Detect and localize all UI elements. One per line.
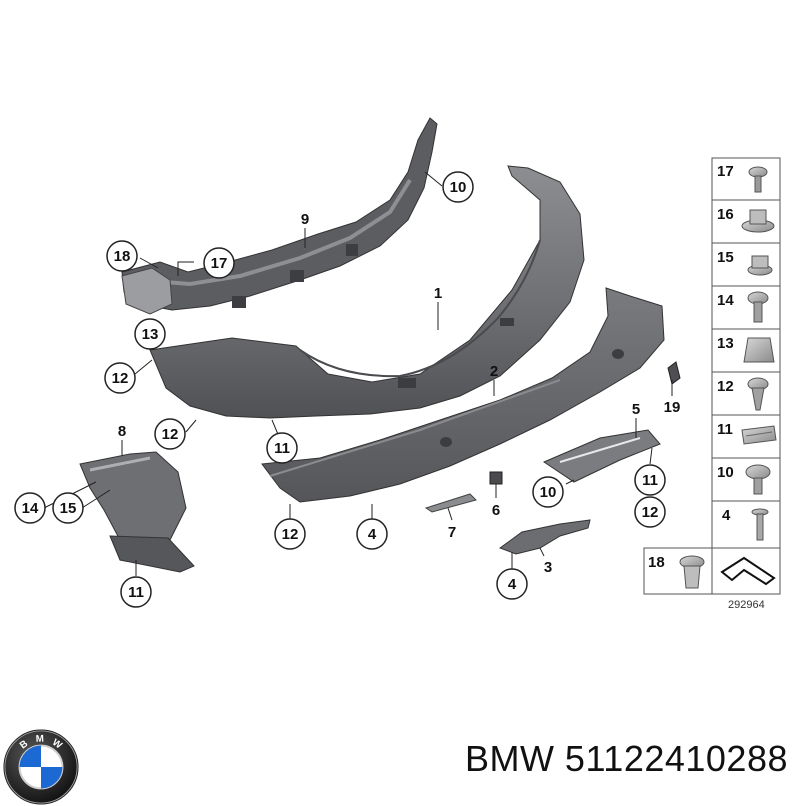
clip-nut-icon — [743, 337, 775, 363]
callout-12-left-b: 12 — [154, 418, 186, 450]
part-number-caption: BMW 51122410288 — [464, 738, 788, 779]
bolt-icon — [747, 291, 769, 323]
svg-text:8: 8 — [118, 423, 126, 440]
lower-trim-part — [498, 519, 591, 555]
diagram-reference-number: 292964 — [728, 599, 765, 611]
svg-text:6: 6 — [492, 502, 500, 519]
svg-text:12: 12 — [112, 370, 129, 387]
svg-text:3: 3 — [544, 559, 552, 576]
legend-label-17: 17 — [717, 163, 734, 180]
cap-part — [489, 471, 503, 485]
svg-text:12: 12 — [162, 426, 179, 443]
callout-11-left: 11 — [120, 576, 152, 608]
legend-label-14: 14 — [717, 292, 734, 309]
svg-text:1: 1 — [434, 285, 442, 302]
callout-8: 8 — [118, 423, 126, 440]
svg-text:17: 17 — [211, 255, 228, 272]
callout-17: 17 — [203, 247, 235, 279]
callout-6: 6 — [492, 502, 500, 519]
svg-text:11: 11 — [274, 440, 290, 457]
svg-text:18: 18 — [114, 248, 131, 265]
callout-2: 2 — [490, 363, 498, 380]
direction-arrow-icon — [720, 556, 776, 586]
clip-part — [667, 361, 681, 385]
callout-1: 1 — [434, 285, 442, 302]
svg-text:2: 2 — [490, 363, 498, 380]
lower-bumper-part — [261, 287, 665, 503]
washer-screw-icon — [745, 464, 771, 495]
legend-label-15: 15 — [717, 249, 734, 266]
fastener-legend: 17 16 15 14 13 12 11 10 4 — [643, 157, 781, 611]
callout-11-center: 11 — [266, 432, 298, 464]
legend-label-18: 18 — [648, 554, 665, 571]
legend-label-13: 13 — [717, 335, 734, 352]
svg-text:11: 11 — [642, 472, 658, 489]
legend-label-10: 10 — [717, 464, 734, 481]
bumper-cover-part — [149, 165, 585, 419]
svg-text:4: 4 — [368, 526, 377, 543]
callout-5: 5 — [632, 401, 640, 418]
flange-nut-icon — [741, 209, 775, 233]
callout-12-left-a: 12 — [104, 362, 136, 394]
callout-7: 7 — [448, 524, 456, 541]
svg-text:10: 10 — [450, 179, 467, 196]
reflector-strip-part — [424, 493, 477, 513]
legend-label-16: 16 — [717, 206, 734, 223]
push-pin-icon — [751, 508, 769, 541]
callout-4-center: 4 — [356, 518, 388, 550]
callout-18: 18 — [106, 240, 138, 272]
grille-plate-part — [542, 429, 661, 483]
callout-15: 15 — [52, 492, 84, 524]
svg-text:9: 9 — [301, 211, 309, 228]
svg-text:10: 10 — [540, 484, 557, 501]
callout-3: 3 — [544, 559, 552, 576]
legend-label-11: 11 — [717, 421, 733, 438]
svg-text:5: 5 — [632, 401, 640, 418]
svg-text:14: 14 — [22, 500, 39, 517]
svg-text:13: 13 — [142, 326, 159, 343]
screw-icon — [748, 166, 768, 193]
svg-text:12: 12 — [642, 504, 659, 521]
callout-14: 14 — [14, 492, 46, 524]
callout-12-right: 12 — [634, 496, 666, 528]
callout-12-center: 12 — [274, 518, 306, 550]
end-cap-part — [121, 267, 173, 315]
hex-nut-icon — [747, 255, 773, 276]
callout-9: 9 — [301, 211, 309, 228]
callout-11-right: 11 — [634, 464, 666, 496]
callout-19: 19 — [664, 399, 681, 416]
left-bracket-part — [79, 451, 195, 573]
svg-text:4: 4 — [508, 576, 517, 593]
callout-10-lower: 10 — [532, 476, 564, 508]
spring-clip-icon — [741, 425, 777, 445]
legend-label-12: 12 — [717, 378, 734, 395]
svg-text:15: 15 — [60, 500, 77, 517]
svg-text:12: 12 — [282, 526, 299, 543]
callout-10-top: 10 — [442, 171, 474, 203]
callout-4-lower: 4 — [496, 568, 528, 600]
svg-text:7: 7 — [448, 524, 456, 541]
callout-13: 13 — [134, 318, 166, 350]
leader-lines — [43, 171, 673, 576]
svg-text:19: 19 — [664, 399, 681, 416]
plastic-nut-icon — [679, 555, 705, 589]
svg-text:11: 11 — [128, 584, 144, 601]
legend-label-4: 4 — [722, 507, 731, 524]
expansion-rivet-icon — [747, 377, 769, 411]
